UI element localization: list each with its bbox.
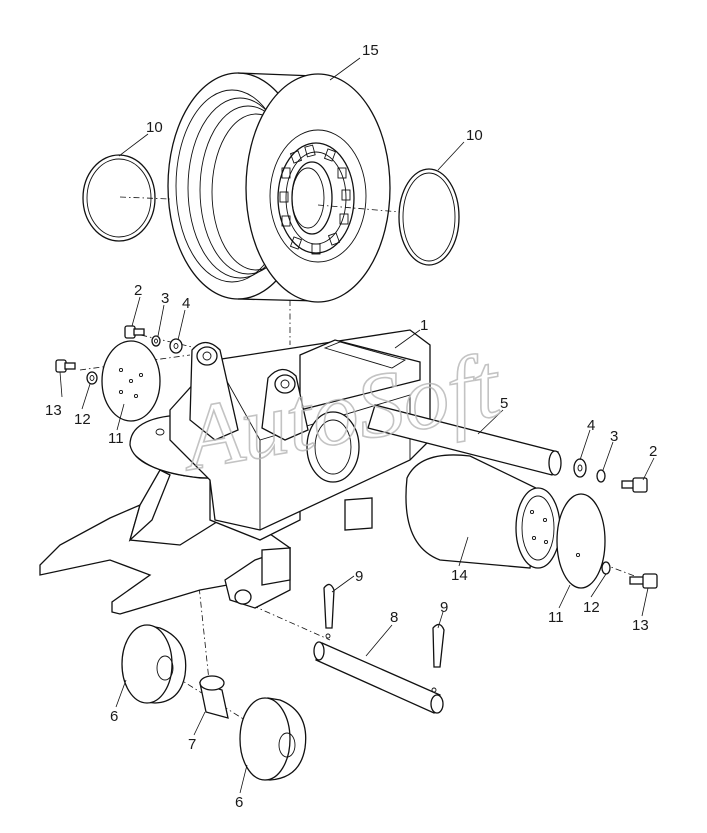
- part-6-wheel-right: [239, 697, 307, 781]
- part-15-bearing-rollers: [279, 144, 351, 255]
- leader-lines: [59, 57, 655, 794]
- part-9-cotter-pin-right: [432, 623, 445, 668]
- callout-8: 8: [390, 609, 398, 626]
- part-3-washer-left: [151, 335, 161, 347]
- part-13-bolt-right: [629, 573, 658, 589]
- callout-9-left: 9: [355, 568, 363, 585]
- part-11-cover-right: [556, 493, 606, 589]
- callout-14: 14: [451, 567, 468, 584]
- callout-7: 7: [188, 736, 196, 753]
- part-10-ring-right: [398, 168, 460, 266]
- callout-10-right: 10: [466, 127, 483, 144]
- callout-13-left: 13: [45, 402, 62, 419]
- callout-labels: 15 10 10 1 2 3 4 13 12 11 5 4 3 2 14 11 …: [45, 42, 657, 811]
- callout-12-left: 12: [74, 411, 91, 428]
- part-13-bolt-left: [55, 359, 76, 373]
- callout-6-left: 6: [110, 708, 118, 725]
- part-2-bolt-right: [621, 477, 648, 493]
- part-14-roller: [405, 454, 561, 569]
- part-10-ring-left: [82, 154, 156, 242]
- callout-5: 5: [500, 395, 508, 412]
- part-4-washer-right: [573, 458, 587, 478]
- part-4-washer-left: [169, 338, 183, 354]
- callout-9-right: 9: [440, 599, 448, 616]
- part-7-bushing: [199, 675, 229, 719]
- callout-11-left: 11: [108, 430, 124, 447]
- callout-4-left: 4: [182, 295, 190, 312]
- callout-4-right: 4: [587, 417, 595, 434]
- part-11-cover-left: [101, 340, 161, 422]
- part-15-wheel: [167, 72, 391, 303]
- callout-12-right: 12: [583, 599, 600, 616]
- part-6-wheel-left: [121, 624, 187, 704]
- callout-2-right: 2: [649, 443, 657, 460]
- callout-15: 15: [362, 42, 379, 59]
- part-5-axle: [367, 404, 562, 476]
- callout-6-right: 6: [235, 794, 243, 811]
- part-12-washer-left: [86, 371, 98, 385]
- callout-3-left: 3: [161, 290, 169, 307]
- callout-11-right: 11: [548, 609, 564, 626]
- callout-3-right: 3: [610, 428, 618, 445]
- part-12-washer-right: [601, 561, 611, 575]
- part-2-bolt-left: [124, 325, 145, 339]
- part-3-washer-right: [596, 469, 606, 483]
- part-1-frame: [39, 329, 431, 615]
- callout-10-left: 10: [146, 119, 163, 136]
- part-8-pin: [313, 633, 444, 714]
- callout-2-left: 2: [134, 282, 142, 299]
- part-9-cotter-pin-left: [323, 583, 335, 629]
- callout-13-right: 13: [632, 617, 649, 634]
- callout-1: 1: [420, 317, 428, 334]
